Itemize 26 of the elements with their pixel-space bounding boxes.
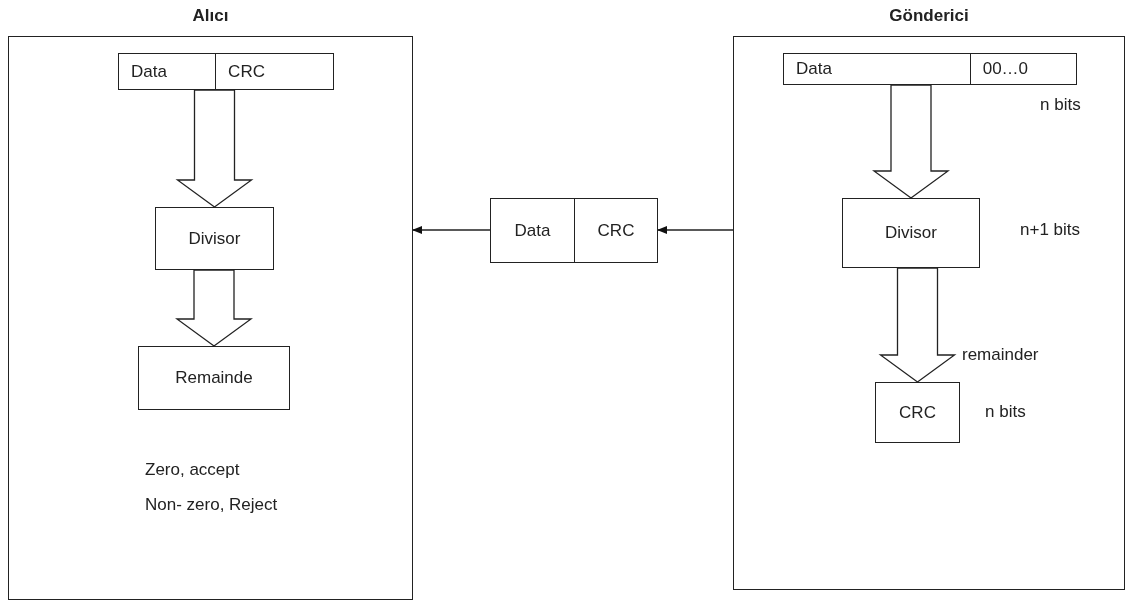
- process-box: Divisor: [155, 207, 274, 270]
- note-text: n bits: [1040, 95, 1081, 115]
- process-box: CRC: [875, 382, 960, 443]
- arrow: [412, 226, 491, 234]
- data-frame-box: [783, 53, 1077, 85]
- check-field: CRC: [574, 199, 657, 262]
- note-text: n+1 bits: [1020, 220, 1080, 240]
- panel-title: Alıcı: [191, 6, 230, 26]
- block-arrow: [878, 267, 957, 383]
- data-field: Data: [119, 54, 216, 89]
- block-arrow: [175, 269, 253, 347]
- note-text: n bits: [985, 402, 1026, 422]
- check-field: 00…0: [969, 54, 1076, 84]
- process-box: Divisor: [842, 198, 980, 268]
- process-box: Remainde: [138, 346, 290, 410]
- block-arrow: [872, 84, 950, 199]
- check-field: CRC: [215, 54, 333, 89]
- arrow: [657, 226, 734, 234]
- data-field: Data: [784, 54, 970, 84]
- data-field: Data: [491, 199, 574, 262]
- data-frame-box: [118, 53, 334, 90]
- data-frame-box: [490, 198, 658, 263]
- block-arrow: [175, 89, 254, 208]
- note-text: Non- zero, Reject: [145, 495, 278, 515]
- panel-title: Gönderici: [888, 6, 970, 26]
- note-text: Zero, accept: [145, 460, 240, 480]
